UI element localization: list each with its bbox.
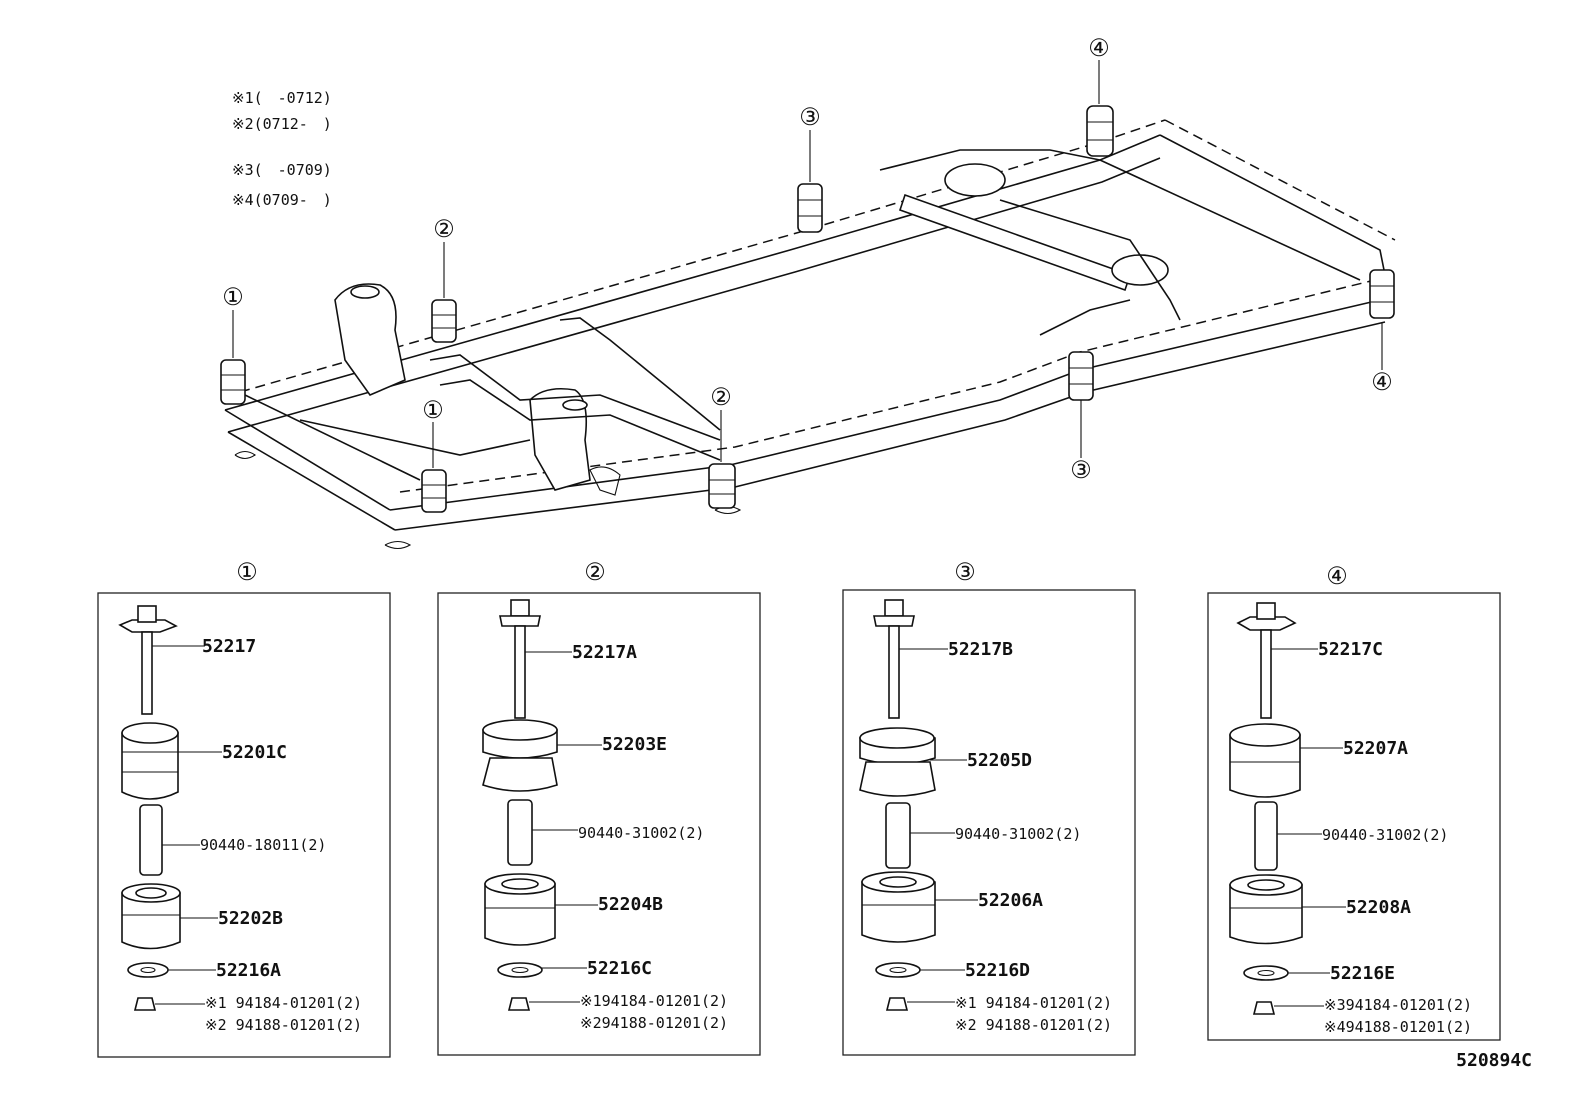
callout-4b: ④ (1371, 368, 1393, 396)
note-3: ※3( -0709) (232, 161, 332, 179)
group-3-collar: 90440-31002(2) (955, 825, 1081, 843)
group-2-washer: 52216C (587, 958, 652, 979)
frame-callouts: ① ① ② ② ③ ③ ④ ④ (222, 34, 1393, 484)
group-1-bolt: 52217 (202, 636, 256, 657)
group-2-box (437, 592, 761, 1056)
group-3-nut-2: ※2 94188-01201(2) (955, 1016, 1112, 1034)
group-4-symbol: ④ (1326, 562, 1348, 590)
callout-2b: ② (710, 383, 732, 411)
group-4-lower-cushion: 52208A (1346, 897, 1411, 918)
group-1-symbol: ① (236, 558, 258, 586)
note-4: ※4(0709- ) (232, 191, 332, 209)
frame-cushions (220, 60, 1395, 513)
group-3-washer: 52216D (965, 960, 1030, 981)
figure-code: 520894C (1456, 1050, 1532, 1071)
group-2-nut-2: ※294188-01201(2) (580, 1014, 728, 1032)
note-1: ※1( -0712) (232, 89, 332, 107)
group-1: ① 52217 52201C 90440-18011(2) 52202B 522… (97, 558, 391, 1058)
group-2: ② 52217A 52203E 90440-31002(2) 52204B 52… (437, 558, 761, 1056)
group-3-lower-cushion: 52206A (978, 890, 1043, 911)
applicability-notes: ※1( -0712) ※2(0712- ) ※3( -0709) ※4(0709… (232, 89, 332, 209)
group-3-upper-cushion: 52205D (967, 750, 1032, 771)
note-2: ※2(0712- ) (232, 115, 332, 133)
group-3-box (842, 589, 1136, 1056)
group-2-nut-1: ※194184-01201(2) (580, 992, 728, 1010)
group-2-upper-cushion: 52203E (602, 734, 667, 755)
callout-4a: ④ (1088, 34, 1110, 62)
group-3-bolt: 52217B (948, 639, 1013, 660)
chassis-frame-drawing (224, 119, 1396, 550)
group-1-lower-cushion: 52202B (218, 908, 283, 929)
group-4-bolt: 52217C (1318, 639, 1383, 660)
group-4-washer: 52216E (1330, 963, 1395, 984)
group-3-symbol: ③ (954, 558, 976, 586)
group-4-collar: 90440-31002(2) (1322, 826, 1448, 844)
group-2-symbol: ② (584, 558, 606, 586)
group-1-upper-cushion: 52201C (222, 742, 287, 763)
callout-2a: ② (433, 215, 455, 243)
group-2-lower-cushion: 52204B (598, 894, 663, 915)
group-4-nut-2: ※494188-01201(2) (1324, 1018, 1472, 1036)
group-1-collar: 90440-18011(2) (200, 836, 326, 854)
group-2-collar: 90440-31002(2) (578, 824, 704, 842)
group-3: ③ 52217B 52205D 90440-31002(2) 52206A 52… (842, 558, 1136, 1056)
callout-3b: ③ (1070, 456, 1092, 484)
group-4-nut-1: ※394184-01201(2) (1324, 996, 1472, 1014)
group-1-nut-2: ※2 94188-01201(2) (205, 1016, 362, 1034)
group-1-nut-1: ※1 94184-01201(2) (205, 994, 362, 1012)
callout-1b: ① (422, 396, 444, 424)
callout-3a: ③ (799, 103, 821, 131)
callout-1a: ① (222, 283, 244, 311)
group-4-upper-cushion: 52207A (1343, 738, 1408, 759)
group-4: ④ 52217C 52207A 90440-31002(2) 52208A 52… (1207, 562, 1501, 1041)
group-4-box (1207, 592, 1501, 1041)
group-1-washer: 52216A (216, 960, 281, 981)
group-2-bolt: 52217A (572, 642, 637, 663)
group-1-box (97, 592, 391, 1058)
group-3-nut-1: ※1 94184-01201(2) (955, 994, 1112, 1012)
